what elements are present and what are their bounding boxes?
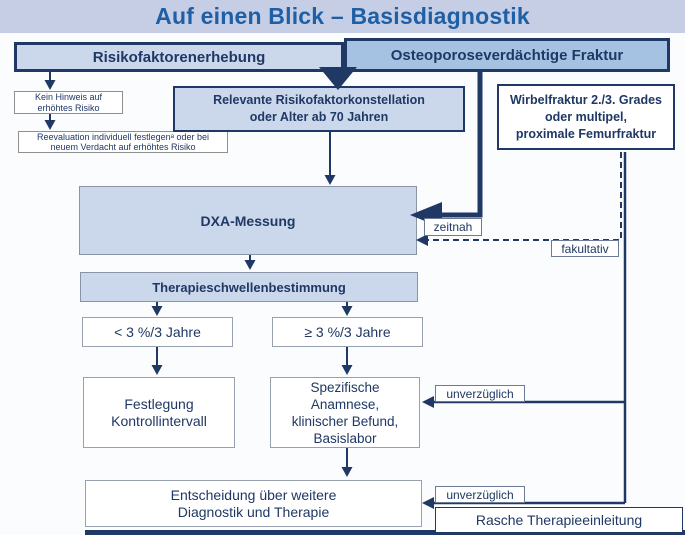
title-band: Auf einen Blick – Basisdiagnostik — [0, 0, 685, 33]
arrow-unter3-to-festlegung — [151, 347, 163, 375]
arrow-dxa-to-therapieschwelle — [244, 255, 256, 270]
box-reevaluation: Reevaluation individuell festlegenᵃ oder… — [18, 131, 228, 153]
box-therapieschwellenbestimmung: Therapieschwellenbestimmung — [80, 272, 418, 302]
arrow-therapie-to-unter3 — [151, 302, 163, 316]
arrow-spezifische-to-entscheidung — [341, 448, 353, 477]
edge-label-zeitnah: zeitnah — [424, 218, 482, 236]
arrow-wirbelfraktur-to-spezifische-unverzueglich — [422, 152, 627, 503]
header-osteoporoseverdaechtige-fraktur: Osteoporoseverdächtige Fraktur — [344, 38, 670, 72]
box-ab-3-prozent: ≥ 3 %/3 Jahre — [272, 317, 423, 347]
edge-label-unverzueglich-2: unverzüglich — [435, 486, 525, 503]
edge-label-fakultativ: fakultativ — [551, 240, 619, 257]
header-risikofaktorenerhebung: Risikofaktorenerhebung — [14, 42, 344, 72]
arrow-ab3-to-spezifische — [341, 347, 353, 375]
arrow-kein-hinweis-to-reevaluation — [44, 114, 56, 130]
arrow-therapie-to-ab3 — [341, 302, 353, 316]
box-relevante-risikofaktorkonstellation: Relevante Risikofaktorkonstellation oder… — [173, 86, 465, 132]
box-entscheidung: Entscheidung über weitere Diagnostik und… — [85, 480, 422, 527]
box-kein-hinweis: Kein Hinweis auf erhöhtes Risiko — [14, 91, 123, 114]
arrow-header-to-kein-hinweis — [44, 72, 56, 90]
box-rasche-therapieeinleitung: Rasche Therapieeinleitung — [435, 507, 683, 533]
box-wirbelfraktur: Wirbelfraktur 2./3. Grades oder multipel… — [497, 84, 675, 150]
page-title: Auf einen Blick – Basisdiagnostik — [155, 3, 530, 29]
bottom-accent-bar — [85, 530, 685, 535]
box-spezifische-anamnese: Spezifische Anamnese, klinischer Befund,… — [270, 377, 420, 448]
box-unter-3-prozent: < 3 %/3 Jahre — [82, 317, 233, 347]
arrow-relevante-to-dxa — [324, 132, 336, 185]
edge-label-unverzueglich-1: unverzüglich — [435, 385, 525, 402]
box-festlegung-kontrollintervall: Festlegung Kontrollintervall — [83, 377, 235, 448]
box-dxa-messung: DXA-Messung — [79, 186, 417, 255]
